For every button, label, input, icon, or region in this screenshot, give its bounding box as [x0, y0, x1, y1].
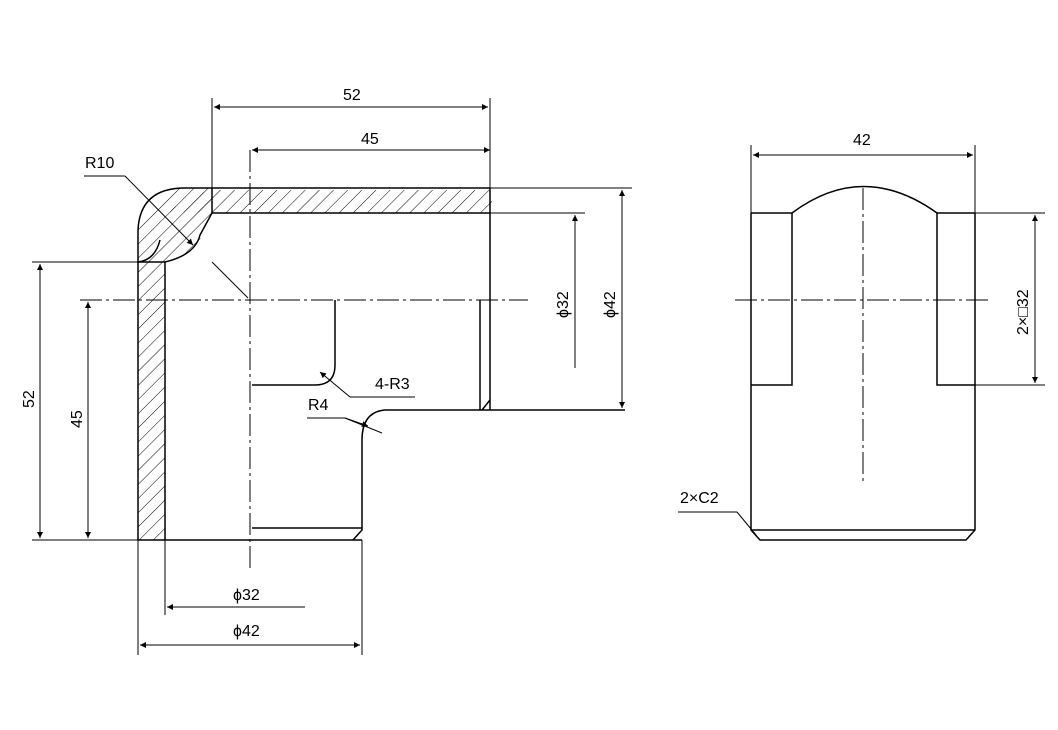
label-chamfer: 2×C2 — [680, 490, 719, 507]
dim-left-inner: 45 — [69, 410, 86, 428]
dim-top-inner: 45 — [361, 131, 379, 148]
label-r4: R4 — [308, 397, 329, 414]
section-hatch-top — [165, 190, 492, 213]
side-top-arc — [791, 185, 938, 214]
section-hatch-left — [138, 262, 165, 540]
inner-contour — [164, 212, 490, 540]
section-hatch-corner — [138, 188, 212, 262]
side-view: 42 2×□32 2×C2 — [678, 132, 1045, 541]
dim-od-right: ϕ42 — [602, 291, 619, 318]
side-body — [750, 213, 976, 541]
corner-r4 — [352, 409, 480, 541]
dim-side-width: 42 — [853, 132, 871, 149]
dim-bore-bottom: ϕ32 — [233, 587, 260, 604]
dim-bore-right: ϕ32 — [555, 291, 572, 318]
square-pocket-left — [751, 212, 793, 386]
label-4r3: 4-R3 — [375, 376, 410, 393]
dim-square: 2×□32 — [1015, 289, 1032, 335]
outer-contour — [137, 187, 490, 540]
front-view: 52 45 52 45 ϕ32 ϕ42 ϕ32 ϕ42 R10 — [21, 87, 632, 655]
dim-od-bottom: ϕ42 — [233, 623, 260, 640]
label-r10: R10 — [85, 155, 114, 172]
fillets-r3 — [252, 300, 336, 386]
square-pocket-right — [936, 212, 975, 386]
dim-top-overall: 52 — [343, 87, 361, 104]
dim-left-overall: 52 — [21, 390, 38, 408]
